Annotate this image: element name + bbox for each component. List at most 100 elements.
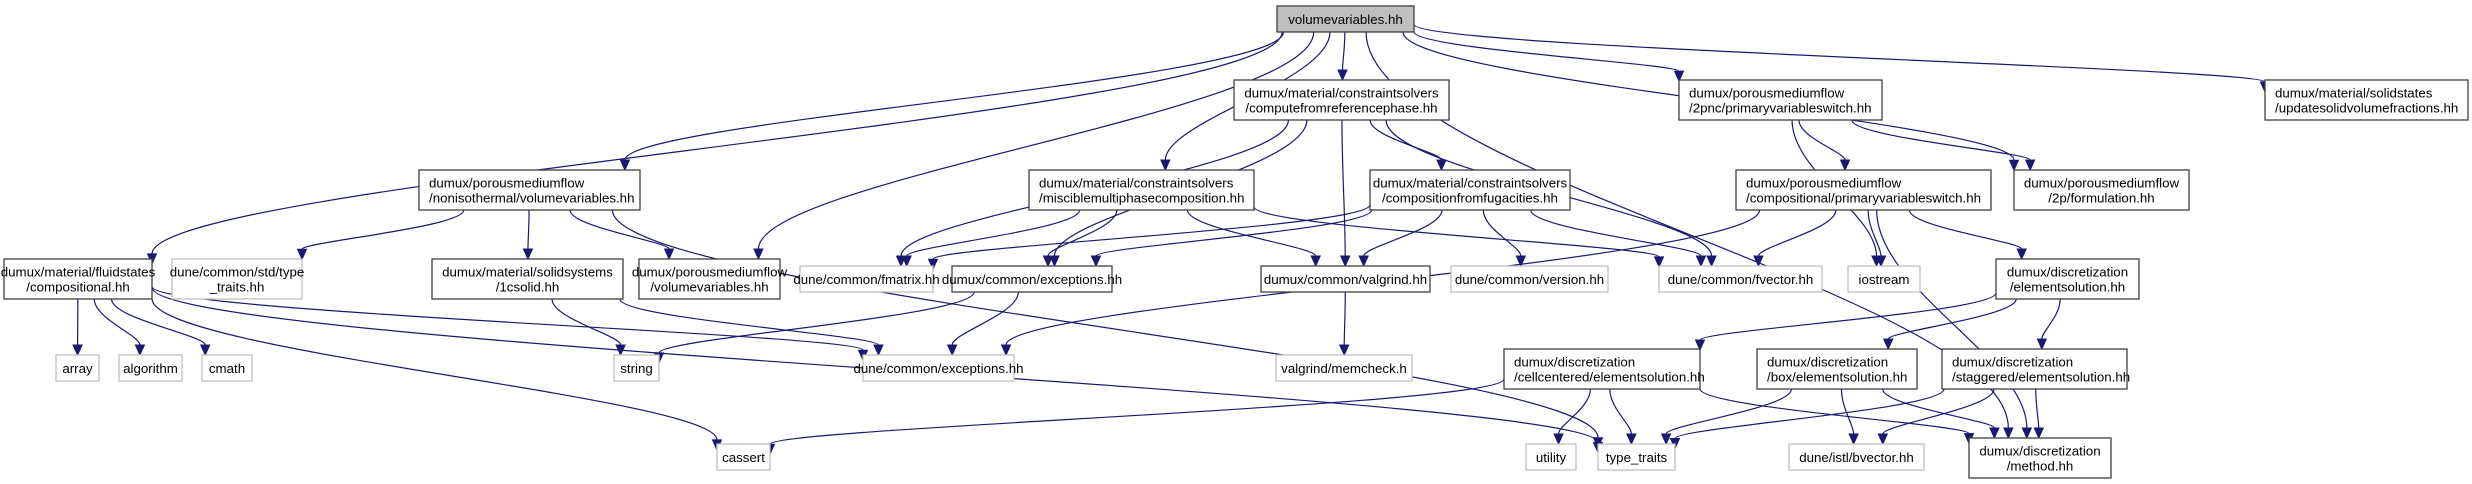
node-dumuxexceptions[interactable]: dumux/common/exceptions.hh <box>942 265 1122 293</box>
node-miscible[interactable]: dumux/material/constraintsolvers/miscibl… <box>1028 169 1255 211</box>
node-pmfvolvars[interactable]: dumux/porousmediumflow/volumevariables.h… <box>632 258 788 300</box>
edge-line <box>658 291 975 354</box>
node-box <box>1503 348 1701 390</box>
arrowhead-icon <box>615 344 626 357</box>
node-pv2pnc[interactable]: dumux/porousmediumflow/2pnc/primaryvaria… <box>1678 79 1883 121</box>
node-label: dumux/discretization <box>1979 444 2100 459</box>
edge-line <box>1186 209 1317 257</box>
node-elemsol[interactable]: dumux/discretization/elementsolution.hh <box>1995 258 2140 300</box>
node-label: /computefromreferencephase.hh <box>1245 101 1437 116</box>
node-box <box>1369 169 1571 211</box>
arrowhead-icon <box>946 344 958 357</box>
node-valgrind[interactable]: dumux/common/valgrind.hh <box>1260 265 1431 293</box>
node-label: dumux/material/fluidstates <box>1 265 156 280</box>
node-boxelemsol[interactable]: dumux/discretization/box/elementsolution… <box>1756 348 1918 390</box>
node-label: dumux/porousmediumflow <box>1746 176 1902 191</box>
edge-boxelemsol-to-method <box>1882 388 2000 440</box>
node-label: dune/common/version.hh <box>1455 272 1604 287</box>
edge-compositional-to-cmath <box>110 298 211 357</box>
node-compositional[interactable]: dumux/material/fluidstates/compositional… <box>1 258 156 300</box>
edge-boxelemsol-to-typetraits <box>1660 388 1793 446</box>
node-box <box>2264 79 2469 121</box>
node-root[interactable]: volumevariables.hh <box>1276 5 1415 33</box>
edge-line <box>1757 209 1837 257</box>
node-updatesolid[interactable]: dumux/material/solidstates/updatesolidvo… <box>2264 79 2469 121</box>
node-label: dumux/common/valgrind.hh <box>1264 272 1427 287</box>
node-label: /2p/formulation.hh <box>2048 191 2154 206</box>
node-compfug[interactable]: dumux/material/constraintsolvers/composi… <box>1369 169 1571 211</box>
node-onecsolid[interactable]: dumux/material/solidsystems/1csolid.hh <box>431 258 624 300</box>
node-box <box>1275 354 1413 382</box>
node-memcheck: valgrind/memcheck.h <box>1275 354 1413 382</box>
edge-stagelemsol-to-typetraits <box>1669 388 1945 450</box>
edge-line <box>932 204 1371 260</box>
node-label: /compositional/primaryvariableswitch.hh <box>1746 191 1981 206</box>
node-version: dune/common/version.hh <box>1450 265 1609 293</box>
arrowhead-icon <box>1673 70 1685 83</box>
node-box <box>1678 79 1883 121</box>
node-stagelemsol[interactable]: dumux/discretization/staggered/elementso… <box>1941 348 2130 390</box>
node-box <box>613 354 660 382</box>
arrowhead-icon <box>1049 255 1060 268</box>
edge-computefromref-to-compfug <box>1369 119 1447 172</box>
arrowhead-icon <box>1653 256 1665 269</box>
edge-line <box>1840 388 1855 435</box>
edge-elemsol-to-boxelemsol <box>1882 298 2017 351</box>
edge-compfug-to-valgrind <box>1358 209 1443 268</box>
arrowhead-icon <box>1660 433 1672 446</box>
edge-onecsolid-to-duneexceptions <box>619 298 884 357</box>
node-label: /misciblemultiphasecomposition.hh <box>1039 191 1244 206</box>
edge-line <box>611 209 1599 438</box>
node-typetraits: type_traits <box>1597 443 1676 471</box>
node-label: dumux/material/constraintsolvers <box>1039 176 1234 191</box>
edge-noniso-to-onecsolid <box>522 209 534 261</box>
edge-miscible-to-valgrind <box>1186 209 1321 268</box>
edge-line <box>1413 23 2266 83</box>
node-computefromref[interactable]: dumux/material/constraintsolvers/compute… <box>1233 79 1450 121</box>
arrowhead-icon <box>1042 255 1054 268</box>
node-box <box>1735 169 1992 211</box>
arrowhead-icon <box>1695 255 1707 268</box>
node-label: array <box>62 361 93 376</box>
node-label: dumux/common/exceptions.hh <box>942 272 1122 287</box>
edge-line <box>951 291 1019 346</box>
edge-miscible-to-fmatrix <box>901 209 1081 268</box>
edge-line <box>1341 31 1346 71</box>
node-ccelemsol[interactable]: dumux/discretization/cellcentered/elemen… <box>1503 348 1705 390</box>
node-method[interactable]: dumux/discretization/method.hh <box>1968 437 2112 479</box>
arrowhead-icon <box>1694 339 1706 352</box>
node-label: /compositionfromfugacities.hh <box>1382 191 1558 206</box>
edge-line <box>2041 298 2061 340</box>
arrowhead-icon <box>1339 255 1351 268</box>
edge-ccelemsol-to-typetraits <box>1609 388 1637 446</box>
node-label: /elementsolution.hh <box>2010 280 2125 295</box>
node-label: dumux/material/solidstates <box>2275 86 2433 101</box>
node-label: dune/common/fvector.hh <box>1668 272 1814 287</box>
node-box <box>1276 5 1415 33</box>
node-label: dumux/discretization <box>1514 355 1635 370</box>
node-formulation2p[interactable]: dumux/porousmediumflow/2p/formulation.hh <box>2013 169 2190 211</box>
node-box <box>1525 443 1577 471</box>
node-label: cmath <box>209 361 245 376</box>
node-box <box>716 443 771 471</box>
node-pvcomp[interactable]: dumux/porousmediumflow/compositional/pri… <box>1735 169 1992 211</box>
edge-root-to-compositional <box>146 31 1283 266</box>
arrowhead-icon <box>1706 255 1717 268</box>
edge-pvcomp-to-elemsol <box>1908 209 2027 261</box>
node-box <box>1968 437 2112 479</box>
node-utility: utility <box>1525 443 1577 471</box>
arrowhead-icon <box>2003 427 2014 440</box>
arrowhead-icon <box>753 248 764 261</box>
arrowhead-icon <box>1989 427 2000 440</box>
node-algorithm: algorithm <box>118 354 183 382</box>
node-label: cassert <box>722 450 765 465</box>
edge-ccelemsol-to-utility <box>1553 388 1592 446</box>
edge-line <box>1867 209 1882 257</box>
arrowhead-icon <box>199 344 211 357</box>
edge-line <box>1665 388 1793 435</box>
node-duneexceptions: dune/common/exceptions.hh <box>853 354 1024 382</box>
node-label: /1csolid.hh <box>496 280 560 295</box>
node-noniso[interactable]: dumux/porousmediumflow/nonisothermal/vol… <box>418 169 641 211</box>
node-box <box>862 354 1015 382</box>
node-label: dumux/porousmediumflow <box>429 176 585 191</box>
